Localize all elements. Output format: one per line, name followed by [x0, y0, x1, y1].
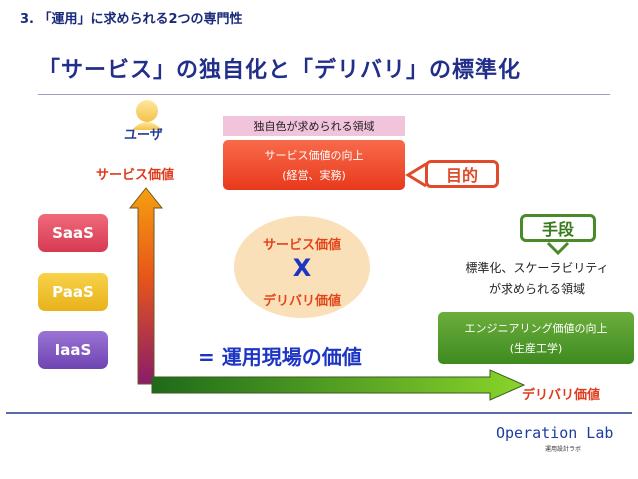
brand-subtitle: 運用設計ラボ: [545, 446, 582, 453]
service-value-box-line2: (経営、実務): [282, 169, 346, 182]
chevron-left-icon: [405, 162, 427, 188]
up-arrow-icon: [128, 187, 164, 385]
engineering-value-box-line1: エンジニアリング価値の向上: [464, 322, 608, 335]
iaas-layer: IaaS: [38, 331, 108, 369]
chevron-down-icon: [546, 241, 570, 255]
standardization-text: 標準化、スケーラビリティ が求められる領域: [438, 258, 636, 300]
right-arrow-icon: [151, 369, 526, 401]
footer-divider: [6, 412, 632, 414]
uniqueness-banner: 独自色が求められる領域: [223, 116, 405, 136]
service-value-box-line1: サービス価値の向上: [264, 149, 364, 162]
ellipse-delivery-value: デリバリ価値: [262, 294, 341, 309]
saas-layer: SaaS: [38, 214, 108, 252]
standardization-line1: 標準化、スケーラビリティ: [465, 261, 609, 275]
operations-value-equation: = 運用現場の価値: [198, 345, 362, 369]
delivery-value-axis-label: デリバリ価値: [522, 388, 601, 403]
user-label: ユーザ: [124, 128, 163, 143]
ellipse-service-value: サービス価値: [262, 238, 341, 253]
paas-layer: PaaS: [38, 273, 108, 311]
means-box: 手段: [520, 214, 596, 242]
value-ellipse: [234, 216, 370, 318]
title-divider: [38, 94, 610, 95]
standardization-line2: が求められる領域: [488, 282, 585, 296]
service-value-axis-label: サービス価値: [96, 168, 175, 183]
engineering-value-box: エンジニアリング価値の向上 (生産工学): [438, 312, 634, 364]
service-value-box: サービス価値の向上 (経営、実務): [223, 140, 405, 190]
ellipse-multiply: X: [292, 254, 312, 282]
section-title: 3. 「運用」に求められる2つの専門性: [20, 12, 243, 27]
person-icon: [132, 100, 162, 130]
page-title: 「サービス」の独自化と「デリバリ」の標準化: [38, 58, 522, 83]
engineering-value-box-line2: (生産工学): [509, 342, 563, 355]
brand-logo-text: Operation Lab: [496, 424, 614, 442]
purpose-box: 目的: [425, 160, 499, 188]
